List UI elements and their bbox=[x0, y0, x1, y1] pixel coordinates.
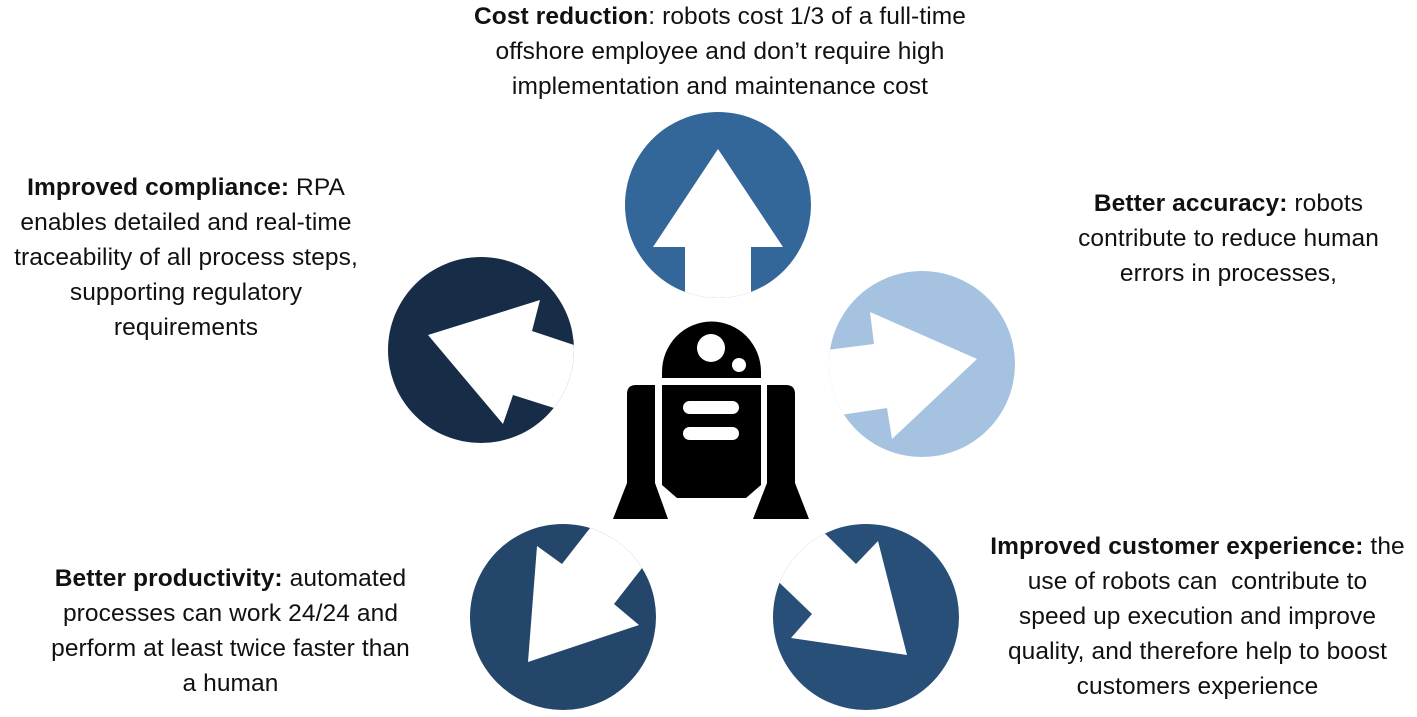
caption-text: the bbox=[1363, 533, 1405, 560]
better-productivity-node bbox=[470, 524, 656, 710]
cost-reduction-node bbox=[625, 112, 811, 298]
caption-line: processes can work 24/24 and bbox=[62, 600, 399, 627]
robot-large-eye bbox=[697, 334, 725, 362]
caption-line: offshore employee and don’t require high bbox=[495, 38, 945, 65]
caption-text: robots bbox=[1287, 190, 1364, 217]
caption-text: RPA bbox=[289, 174, 345, 201]
caption-heading: Improved compliance: bbox=[27, 174, 290, 201]
caption-line: requirements bbox=[113, 314, 259, 341]
improved-compliance-node bbox=[388, 257, 574, 443]
caption-line: supporting regulatory bbox=[69, 279, 303, 306]
improved-customer-experience-node bbox=[773, 524, 959, 710]
caption-line: contribute to reduce human bbox=[1078, 225, 1379, 252]
better-accuracy-caption: Better accuracy: robots contribute to re… bbox=[1040, 186, 1417, 291]
caption-line: customers experience bbox=[1076, 673, 1319, 700]
robot-small-eye bbox=[732, 358, 746, 372]
robot-stripe-1 bbox=[683, 401, 739, 414]
caption-line: a human bbox=[182, 670, 279, 697]
caption-heading: Better productivity: bbox=[54, 565, 283, 592]
caption-line: Improved compliance: RPA bbox=[0, 170, 372, 205]
caption-line: implementation and maintenance cost bbox=[511, 73, 929, 100]
better-accuracy-node bbox=[829, 271, 1015, 457]
caption-line: Better productivity: automated bbox=[18, 561, 443, 596]
caption-line: enables detailed and real-time bbox=[20, 209, 352, 236]
caption-line: Cost reduction: robots cost 1/3 of a ful… bbox=[430, 0, 1010, 34]
caption-line: Better accuracy: robots bbox=[1040, 186, 1417, 221]
arrow-up-icon bbox=[653, 149, 783, 298]
robot-r2d2-icon bbox=[613, 321, 809, 519]
robot-stripe-2 bbox=[683, 427, 739, 440]
caption-text: robots cost 1/3 of a full-time bbox=[662, 3, 967, 30]
caption-heading: Cost reduction bbox=[473, 3, 649, 30]
caption-line: Improved customer experience: the bbox=[978, 529, 1417, 564]
caption-heading: Better accuracy: bbox=[1093, 190, 1288, 217]
caption-line: perform at least twice faster than bbox=[51, 635, 410, 662]
caption-heading: Improved customer experience: bbox=[990, 533, 1364, 560]
caption-line: speed up execution and improve bbox=[1018, 603, 1377, 630]
caption-line: use of robots can contribute to bbox=[1027, 568, 1368, 595]
caption-separator: : bbox=[648, 3, 663, 30]
caption-line: traceability of all process steps, bbox=[14, 244, 358, 271]
robot-right-leg bbox=[753, 385, 809, 519]
cost-reduction-caption: Cost reduction: robots cost 1/3 of a ful… bbox=[430, 0, 1010, 104]
better-productivity-caption: Better productivity: automated processes… bbox=[18, 561, 443, 701]
improved-customer-experience-caption: Improved customer experience: the use of… bbox=[978, 529, 1417, 704]
caption-line: errors in processes, bbox=[1119, 260, 1338, 287]
caption-text: automated bbox=[282, 565, 407, 592]
robot-left-leg bbox=[613, 385, 668, 519]
caption-line: quality, and therefore help to boost bbox=[1007, 638, 1388, 665]
improved-compliance-caption: Improved compliance: RPA enables detaile… bbox=[0, 170, 372, 345]
